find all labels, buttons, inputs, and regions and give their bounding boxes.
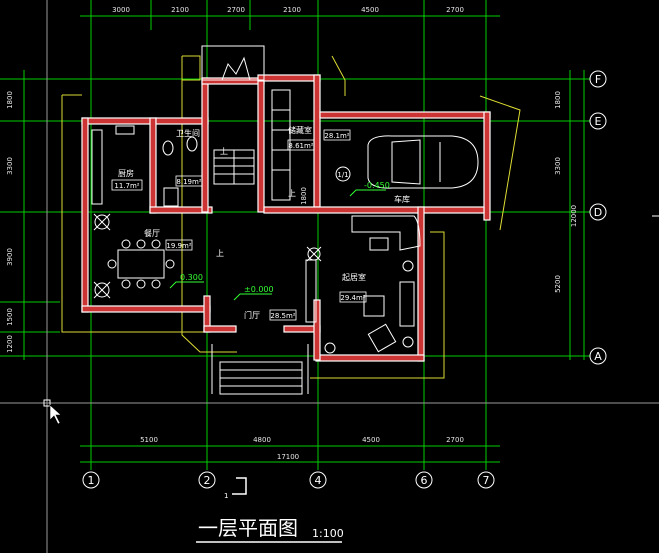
- mouse-cursor-icon: [43, 399, 62, 425]
- dim-top-4: 2100: [283, 6, 301, 14]
- dim-right-2: 3300: [554, 157, 562, 175]
- stairs: [213, 149, 255, 185]
- dim-left-5: 1200: [6, 335, 14, 353]
- room-garage-area: 28.1m²: [324, 132, 349, 140]
- dimensions-top: 3000 2100 2700 2100 4500 2700: [112, 6, 464, 14]
- dim-top-5: 4500: [361, 6, 379, 14]
- dim-bottom-3: 4500: [362, 436, 380, 444]
- axis-labels-vertical: 1 2 4 6 7: [88, 474, 490, 487]
- axis-bubbles-vertical: [82, 471, 495, 489]
- axis-label-7: 7: [483, 474, 490, 487]
- drawing-title: 一层平面图: [198, 516, 298, 540]
- level-dining: 0.300: [180, 273, 203, 282]
- dim-left-4: 1500: [6, 308, 14, 326]
- room-foyer-area: 28.5m²: [270, 312, 295, 320]
- stairs-up-label-1: 上: [220, 147, 228, 156]
- axis-label-6: 6: [421, 474, 428, 487]
- dimensions-right: 1800 3300 5200 12000: [554, 91, 578, 293]
- axis-labels-horizontal: F E D A: [594, 73, 602, 363]
- stair-bay: [201, 45, 265, 81]
- dim-top-6: 2700: [446, 6, 464, 14]
- garage-car: [367, 135, 479, 189]
- axis-label-F: F: [595, 73, 601, 86]
- room-storage-name: 储藏室: [288, 125, 312, 135]
- axis-bubbles-horizontal: [589, 70, 607, 365]
- outer-outline: [61, 55, 521, 379]
- dim-left-1: 1800: [6, 91, 14, 109]
- dim-right-1: 1800: [554, 91, 562, 109]
- section-mark-label: 1: [224, 492, 228, 500]
- entrance-steps: [211, 344, 309, 395]
- dimension-grid: [0, 0, 600, 470]
- drawing-scale: 1:100: [312, 527, 344, 540]
- room-toilet-area: 8.19m²: [176, 178, 201, 186]
- room-labels: 厨房 11.7m² 卫生间 8.19m² 储藏室 8.61m² 28.1m² 车…: [111, 125, 410, 321]
- level-foyer: ±0.000: [244, 285, 274, 294]
- room-foyer-name: 门厅: [244, 310, 260, 320]
- door-mark-label: 1800: [300, 187, 308, 205]
- dim-bottom-2: 4800: [253, 436, 271, 444]
- room-kitchen-area: 11.7m²: [114, 182, 139, 190]
- axis-label-4: 4: [315, 474, 322, 487]
- dimensions-bottom: 5100 4800 4500 2700 17100: [140, 436, 464, 461]
- dim-right-total: 12000: [570, 205, 578, 227]
- room-toilet-name: 卫生间: [176, 128, 200, 138]
- dim-left-3: 3900: [6, 248, 14, 266]
- dim-bottom-total: 17100: [277, 453, 299, 461]
- section-marker: [232, 477, 247, 495]
- dimensions-left: 1800 3300 3900 1500 1200: [6, 91, 14, 353]
- dim-top-2: 2100: [171, 6, 189, 14]
- room-kitchen-name: 厨房: [118, 168, 134, 178]
- dim-bottom-1: 5100: [140, 436, 158, 444]
- level-garage: -0.450: [364, 181, 390, 190]
- room-storage-area: 8.61m²: [288, 142, 313, 150]
- stairs-up-label-2: 上: [288, 189, 296, 198]
- axis-label-E: E: [595, 115, 602, 128]
- axis-label-2: 2: [204, 474, 211, 487]
- room-living-name: 起居室: [342, 272, 366, 282]
- dim-top-3: 2700: [227, 6, 245, 14]
- dim-top-1: 3000: [112, 6, 130, 14]
- room-dining-area: 19.9m²: [166, 242, 191, 250]
- misc-labels: 上 上 上 1800 1/1: [216, 147, 351, 258]
- axis-label-D: D: [594, 206, 602, 219]
- dim-right-3: 5200: [554, 275, 562, 293]
- room-living-area: 29.4m²: [340, 294, 365, 302]
- axis-label-1: 1: [88, 474, 95, 487]
- furniture: [91, 89, 491, 353]
- stairs-up-label-3: 上: [216, 249, 224, 258]
- room-dining-name: 餐厅: [144, 229, 160, 238]
- plants: [93, 213, 336, 354]
- level-marks: -0.450 0.300 ±0.000: [169, 181, 390, 301]
- dim-bottom-4: 2700: [446, 436, 464, 444]
- axis-label-A: A: [594, 350, 602, 363]
- walls: [81, 74, 491, 362]
- dim-left-2: 3300: [6, 157, 14, 175]
- room-garage-name: 车库: [394, 194, 410, 204]
- circle-mark-label: 1/1: [337, 171, 348, 179]
